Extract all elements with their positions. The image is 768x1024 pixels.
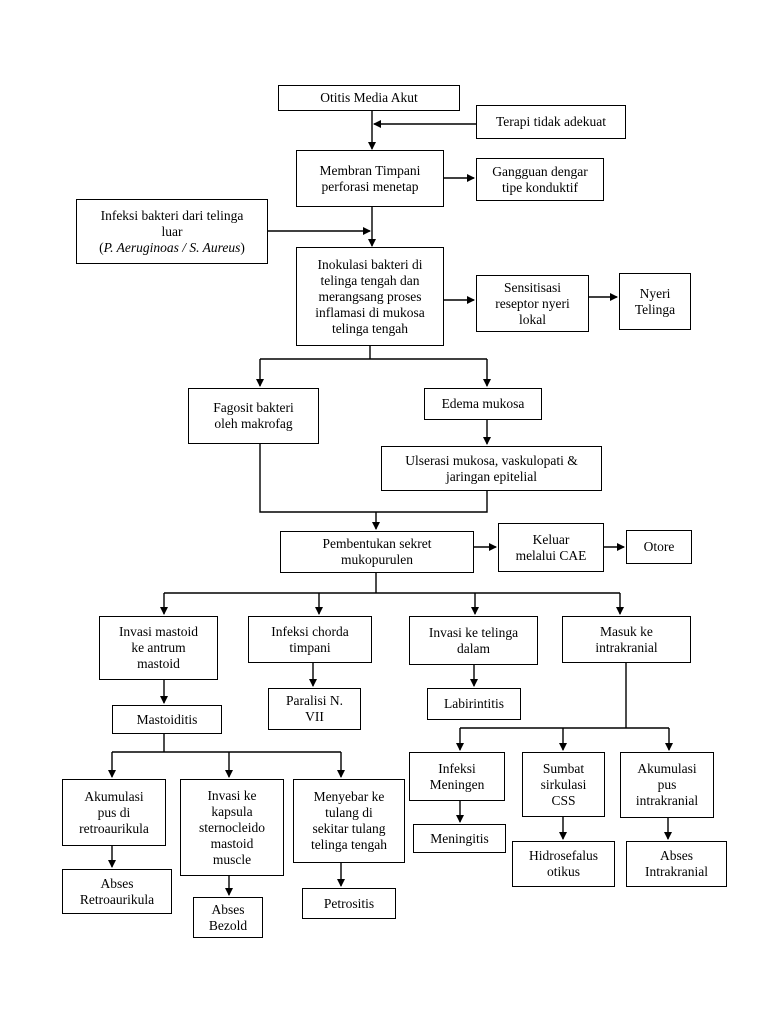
line-masuk-split <box>460 663 669 729</box>
node-infeksi-chorda: Infeksi chorda timpani <box>248 616 372 663</box>
line-mastoiditis-split <box>112 734 341 753</box>
line-pembentukan-split <box>164 573 620 594</box>
node-akumulasi-pus-retro: Akumulasi pus di retroaurikula <box>62 779 166 846</box>
node-infeksi-meningen: Infeksi Meningen <box>409 752 505 801</box>
infeksi-luar-text: Infeksi bakteri dari telinga luar <box>100 207 244 239</box>
node-paralisi-n-vii: Paralisi N. VII <box>268 688 361 730</box>
node-otitis-media-akut: Otitis Media Akut <box>278 85 460 111</box>
node-hidrosefalus-otikus: Hidrosefalus otikus <box>512 841 615 887</box>
node-labirintitis: Labirintitis <box>427 688 521 720</box>
node-keluar-cae: Keluar melalui CAE <box>498 523 604 572</box>
node-sensitisasi-reseptor: Sensitisasi reseptor nyeri lokal <box>476 275 589 332</box>
node-otore: Otore <box>626 530 692 564</box>
node-sumbat-sirkulasi-css: Sumbat sirkulasi CSS <box>522 752 605 817</box>
node-abses-intrakranial: Abses Intrakranial <box>626 841 727 887</box>
node-abses-retroaurikula: Abses Retroaurikula <box>62 869 172 914</box>
infeksi-luar-pathogens: (P. Aeruginoas / S. Aureus) <box>99 239 245 255</box>
node-akumulasi-intrakranial: Akumulasi pus intrakranial <box>620 752 714 818</box>
line-inokulasi-split <box>260 346 487 360</box>
node-mastoiditis: Mastoiditis <box>112 705 222 734</box>
node-fagosit-bakteri: Fagosit bakteri oleh makrofag <box>188 388 319 444</box>
node-invasi-kapsula: Invasi ke kapsula sternocleido mastoid m… <box>180 779 284 876</box>
node-terapi-tidak-adekuat: Terapi tidak adekuat <box>476 105 626 139</box>
node-nyeri-telinga: Nyeri Telinga <box>619 273 691 330</box>
node-infeksi-bakteri-luar: Infeksi bakteri dari telinga luar (P. Ae… <box>76 199 268 264</box>
node-gangguan-dengar: Gangguan dengar tipe konduktif <box>476 158 604 201</box>
node-petrositis: Petrositis <box>302 888 396 919</box>
node-edema-mukosa: Edema mukosa <box>424 388 542 420</box>
node-abses-bezold: Abses Bezold <box>193 897 263 938</box>
node-meningitis: Meningitis <box>413 824 506 853</box>
node-pembentukan-sekret: Pembentukan sekret mukopurulen <box>280 531 474 573</box>
node-invasi-telinga-dalam: Invasi ke telinga dalam <box>409 616 538 665</box>
node-ulserasi-mukosa: Ulserasi mukosa, vaskulopati & jaringan … <box>381 446 602 491</box>
node-menyebar-tulang: Menyebar ke tulang di sekitar tulang tel… <box>293 779 405 863</box>
node-masuk-intrakranial: Masuk ke intrakranial <box>562 616 691 663</box>
node-invasi-mastoid: Invasi mastoid ke antrum mastoid <box>99 616 218 680</box>
line-merge-pembentukan <box>259 444 488 513</box>
node-membran-timpani: Membran Timpani perforasi menetap <box>296 150 444 207</box>
node-inokulasi-bakteri: Inokulasi bakteri di telinga tengah dan … <box>296 247 444 346</box>
